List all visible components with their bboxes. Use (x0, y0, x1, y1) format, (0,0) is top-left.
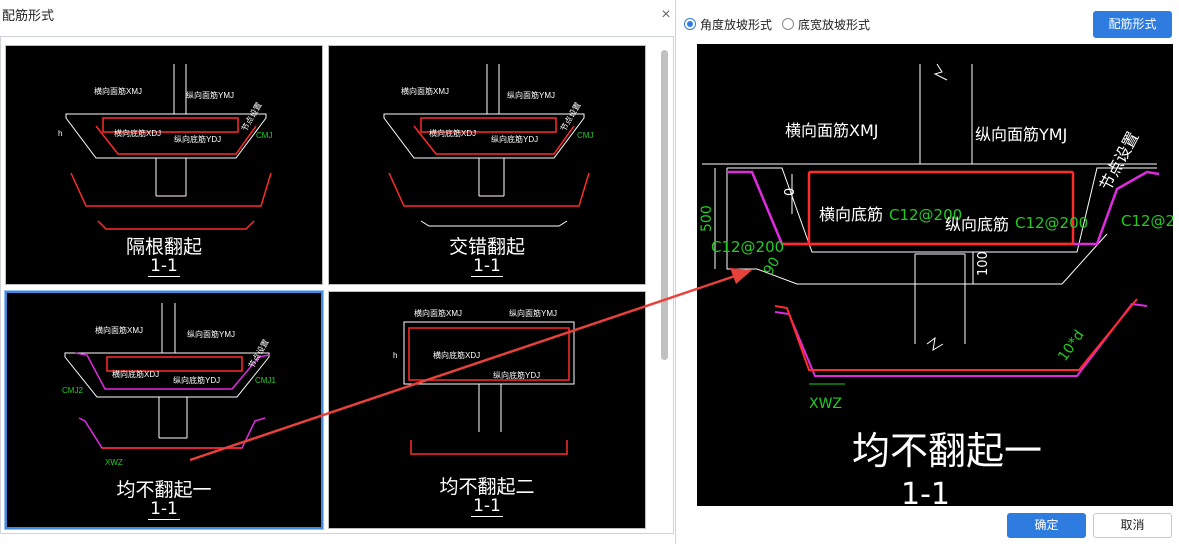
tile-label-xmj: 横向面筋XMJ (94, 86, 142, 96)
preview-value-xdj: C12@200 (889, 206, 962, 224)
tile-name: 均不翻起一 (116, 479, 212, 501)
tile-label-xmj: 横向面筋XMJ (414, 308, 462, 318)
radio-width-slope[interactable]: 底宽放坡形式 (782, 16, 870, 32)
tile-label-ydj: 纵向底筋YDJ (491, 134, 538, 144)
tile-section: 1-1 (148, 256, 180, 277)
preview-label-xdj: 横向底筋 (819, 205, 883, 224)
preview-anchor: 10*d (1055, 328, 1087, 365)
tile-drawing: 横向面筋XMJ 纵向面筋YMJ 横向底筋XDJ 纵向底筋YDJ 节点设置 CMJ (383, 64, 593, 227)
tile-jiaocuo-fanqi[interactable]: 横向面筋XMJ 纵向面筋YMJ 横向底筋XDJ 纵向底筋YDJ 节点设置 CMJ… (328, 45, 646, 285)
radio-width-label: 底宽放坡形式 (798, 17, 871, 32)
tile-label-xdj: 横向底筋XDJ (433, 350, 480, 360)
tile-gebgen-fanqi[interactable]: 横向面筋XMJ 纵向面筋YMJ 横向底筋XDJ 纵向底筋YDJ 节点设置 CMJ… (5, 45, 323, 285)
tile-label-xmj: 横向面筋XMJ (401, 86, 449, 96)
tile-label-ymj: 纵向面筋YMJ (186, 90, 234, 100)
tile-label-ydj: 纵向底筋YDJ (493, 370, 540, 380)
tile-jun-bu-fanqi-1[interactable]: 横向面筋XMJ 纵向面筋YMJ 横向底筋XDJ 纵向底筋YDJ 节点设置 CMJ… (5, 291, 323, 529)
preview-dim-0: 0 (783, 188, 798, 196)
tile-name: 交错翻起 (448, 236, 525, 258)
preview-value-left: C12@200 (711, 238, 784, 256)
tile-label-cmj1: CMJ1 (255, 376, 276, 385)
preview-title: 均不翻起一 (852, 429, 1042, 473)
preview-label-ymj: 纵向面筋YMJ (975, 125, 1067, 144)
tile-gallery: 横向面筋XMJ 纵向面筋YMJ 横向底筋XDJ 纵向底筋YDJ 节点设置 CMJ… (0, 36, 674, 534)
tile-label-h: h (58, 129, 62, 138)
tile-label-cmj: CMJ (577, 131, 593, 140)
tile-label-cmj: CMJ (256, 131, 272, 140)
preview-dim-500: 500 (699, 205, 715, 232)
tile-label-node: 节点设置 (246, 337, 271, 370)
preview-label-ydj: 纵向底筋 (945, 215, 1009, 234)
tile-label-xmj: 横向面筋XMJ (95, 325, 143, 335)
tile-name: 均不翻起二 (439, 476, 535, 498)
preview-label-node: 节点设置 (1096, 128, 1143, 193)
preview-drawing: 横向面筋XMJ 纵向面筋YMJ 节点设置 横向底筋 C12@200 纵向底筋 C… (697, 44, 1179, 512)
radio-selected-icon (684, 18, 696, 30)
preview-label-xmj: 横向面筋XMJ (785, 121, 879, 140)
tile-label-h: h (393, 351, 397, 360)
cancel-button[interactable]: 取消 (1093, 513, 1172, 538)
ok-button[interactable]: 确定 (1007, 513, 1086, 538)
radio-angle-label: 角度放坡形式 (700, 17, 773, 32)
tile-label-cmj2: CMJ2 (62, 386, 83, 395)
radio-unselected-icon (782, 18, 794, 30)
preview-xwz: XWZ (809, 396, 842, 412)
tile-label-ydj: 纵向底筋YDJ (174, 134, 221, 144)
preview-svg: 横向面筋XMJ 纵向面筋YMJ 节点设置 横向底筋 C12@200 纵向底筋 C… (699, 63, 1179, 512)
preview-angle: 90 (761, 255, 784, 278)
tile-section: 1-1 (148, 499, 180, 520)
tile-label-ymj: 纵向面筋YMJ (509, 308, 557, 318)
tile-label-ymj: 纵向面筋YMJ (507, 90, 555, 100)
preview-dim-100: 100 (976, 251, 991, 276)
tile-section: 1-1 (471, 496, 503, 517)
dialog-title: 配筋形式 (2, 8, 55, 23)
radio-angle-slope[interactable]: 角度放坡形式 (684, 16, 772, 32)
tile-label-xdj: 横向底筋XDJ (429, 128, 476, 138)
preview-value-right: C12@20 (1121, 212, 1173, 230)
tile-label-ymj: 纵向面筋YMJ (187, 329, 235, 339)
tile-label-ydj: 纵向底筋YDJ (173, 375, 220, 385)
tile-section: 1-1 (471, 256, 503, 277)
tile-label-xwz: XWZ (105, 458, 123, 467)
preview-value-ydj: C12@200 (1015, 214, 1088, 232)
tile-label-xdj: 横向底筋XDJ (114, 128, 161, 138)
tile-label-xdj: 横向底筋XDJ (112, 369, 159, 379)
rebar-form-button[interactable]: 配筋形式 (1093, 11, 1172, 38)
close-icon[interactable]: × (661, 6, 671, 23)
preview-section: 1-1 (901, 477, 950, 506)
tile-label-node: 节点设置 (239, 100, 264, 133)
rebar-form-dialog: 配筋形式 × 横向面筋XMJ 纵向面筋YMJ 横向底筋XDJ 纵向底筋YDJ 节… (0, 0, 676, 544)
gallery-scrollbar[interactable] (661, 50, 668, 360)
tile-name: 隔根翻起 (125, 236, 202, 258)
tile-jun-bu-fanqi-2[interactable]: 横向面筋XMJ 纵向面筋YMJ 横向底筋XDJ 纵向底筋YDJ h 均不翻起二 … (328, 291, 646, 529)
tile-drawing: 横向面筋XMJ 纵向面筋YMJ 横向底筋XDJ 纵向底筋YDJ 节点设置 CMJ… (58, 64, 272, 230)
tile-label-node: 节点设置 (558, 100, 583, 133)
